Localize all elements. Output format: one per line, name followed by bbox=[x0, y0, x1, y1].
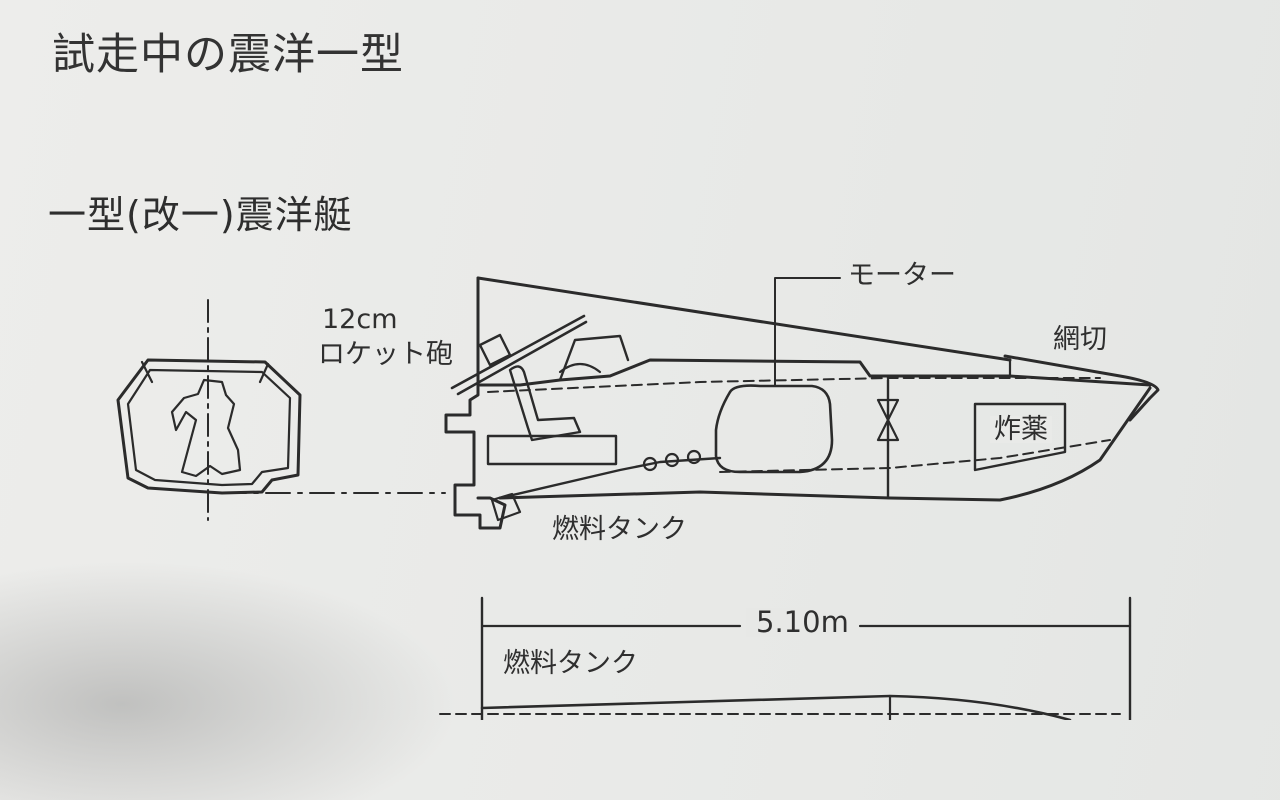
section-hull-inner bbox=[126, 368, 292, 487]
page-title: 試走中の震洋一型 bbox=[52, 30, 404, 80]
rocket-launcher-mount bbox=[478, 333, 512, 367]
motor-block bbox=[714, 384, 834, 474]
pilot-seat bbox=[508, 365, 582, 442]
diagram-subtitle: 一型(改一)震洋艇 bbox=[48, 193, 353, 237]
keel-dashed bbox=[719, 439, 1111, 473]
windscreen bbox=[558, 334, 630, 382]
rocket-label-name: ロケット砲 bbox=[318, 339, 453, 370]
boat-diagram bbox=[116, 276, 1160, 720]
section-pilot-figure bbox=[170, 378, 242, 478]
fuel-tank-label-lower: 燃料タンク bbox=[503, 648, 638, 679]
stern-transom bbox=[444, 276, 507, 530]
bulkhead-valve-icon bbox=[876, 398, 900, 442]
rocket-label-caliber: 12cm bbox=[322, 304, 398, 335]
inner-deck-dashed bbox=[487, 377, 1101, 393]
shaft-coupling-2 bbox=[664, 452, 680, 468]
section-deck-edges bbox=[140, 360, 270, 384]
length-dimension-label: 5.10m bbox=[746, 608, 859, 637]
shaft-coupling-1 bbox=[642, 456, 658, 472]
hull-bottom bbox=[498, 386, 1152, 502]
steering-wheel bbox=[558, 362, 602, 374]
section-hull-outer bbox=[116, 358, 302, 495]
shaft-coupling-3 bbox=[686, 449, 702, 465]
dimension-5-10m bbox=[480, 596, 1132, 720]
net-cutter-rail bbox=[1003, 354, 1160, 422]
net-cutter-label: 網切 bbox=[1053, 324, 1107, 355]
fuel-tank-box bbox=[486, 434, 618, 466]
explosive-compartment bbox=[973, 402, 1067, 472]
propeller bbox=[490, 492, 522, 522]
explosive-label: 炸薬 bbox=[990, 416, 1052, 443]
motor-label: モーター bbox=[848, 260, 956, 291]
deck-line bbox=[478, 358, 1152, 387]
plan-view bbox=[439, 694, 1121, 720]
motor-leader-line bbox=[774, 277, 841, 387]
canopy-line bbox=[476, 276, 1012, 362]
plan-view-outline bbox=[480, 694, 1072, 720]
fuel-tank-label: 燃料タンク bbox=[552, 514, 687, 545]
rocket-launcher-rails bbox=[450, 314, 588, 396]
side-view bbox=[444, 276, 1160, 530]
cross-section-view bbox=[116, 299, 446, 521]
